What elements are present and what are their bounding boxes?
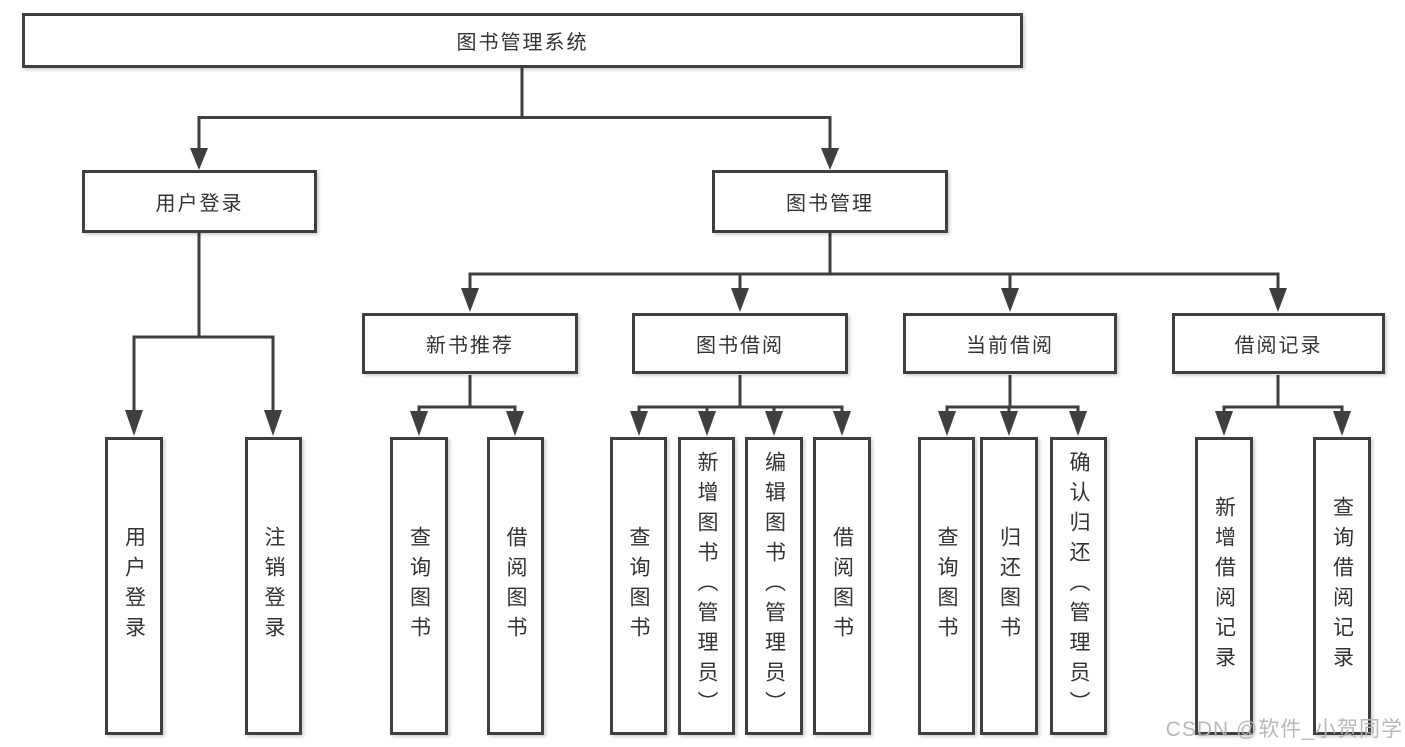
leaf-borrow-books-recommend: 借阅图书 [487,437,544,735]
connector-borrow-records-to-leaves [1215,375,1351,436]
connector-book-borrow-to-leaves [630,375,851,436]
csdn-watermark: CSDN @软件_小贺同学 [1165,718,1403,741]
leaf-query-books-borrow: 查询图书 [610,437,667,735]
leaf-edit-book-admin: 编辑图书（管理员） [745,437,803,735]
node-book-management: 图书管理 [712,170,948,233]
leaf-borrow-books: 借阅图书 [813,437,871,735]
leaf-query-borrow-record: 查询借阅记录 [1313,437,1371,735]
connector-user-login-to-leaves [125,233,282,436]
leaf-query-books-recommend: 查询图书 [390,437,448,735]
node-current-borrow: 当前借阅 [903,313,1117,374]
leaf-add-borrow-record: 新增借阅记录 [1195,437,1253,735]
node-book-borrow: 图书借阅 [632,313,848,374]
connector-root-to-level2 [190,68,839,170]
leaf-query-books-current: 查询图书 [918,437,975,735]
node-borrow-records: 借阅记录 [1172,313,1385,374]
node-user-login: 用户登录 [82,170,317,233]
connector-new-book-recommend-to-leaves [410,375,524,436]
leaf-confirm-return-admin: 确认归还（管理员） [1050,437,1107,735]
node-root-system: 图书管理系统 [22,13,1023,68]
leaf-logout: 注销登录 [245,437,302,735]
node-new-book-recommend: 新书推荐 [362,313,578,374]
leaf-user-login: 用户登录 [105,437,163,735]
connector-book-management-to-level3 [461,233,1287,312]
leaf-return-book: 归还图书 [980,437,1038,735]
leaf-add-book-admin: 新增图书（管理员） [678,437,735,735]
connector-current-borrow-to-leaves [938,375,1087,436]
